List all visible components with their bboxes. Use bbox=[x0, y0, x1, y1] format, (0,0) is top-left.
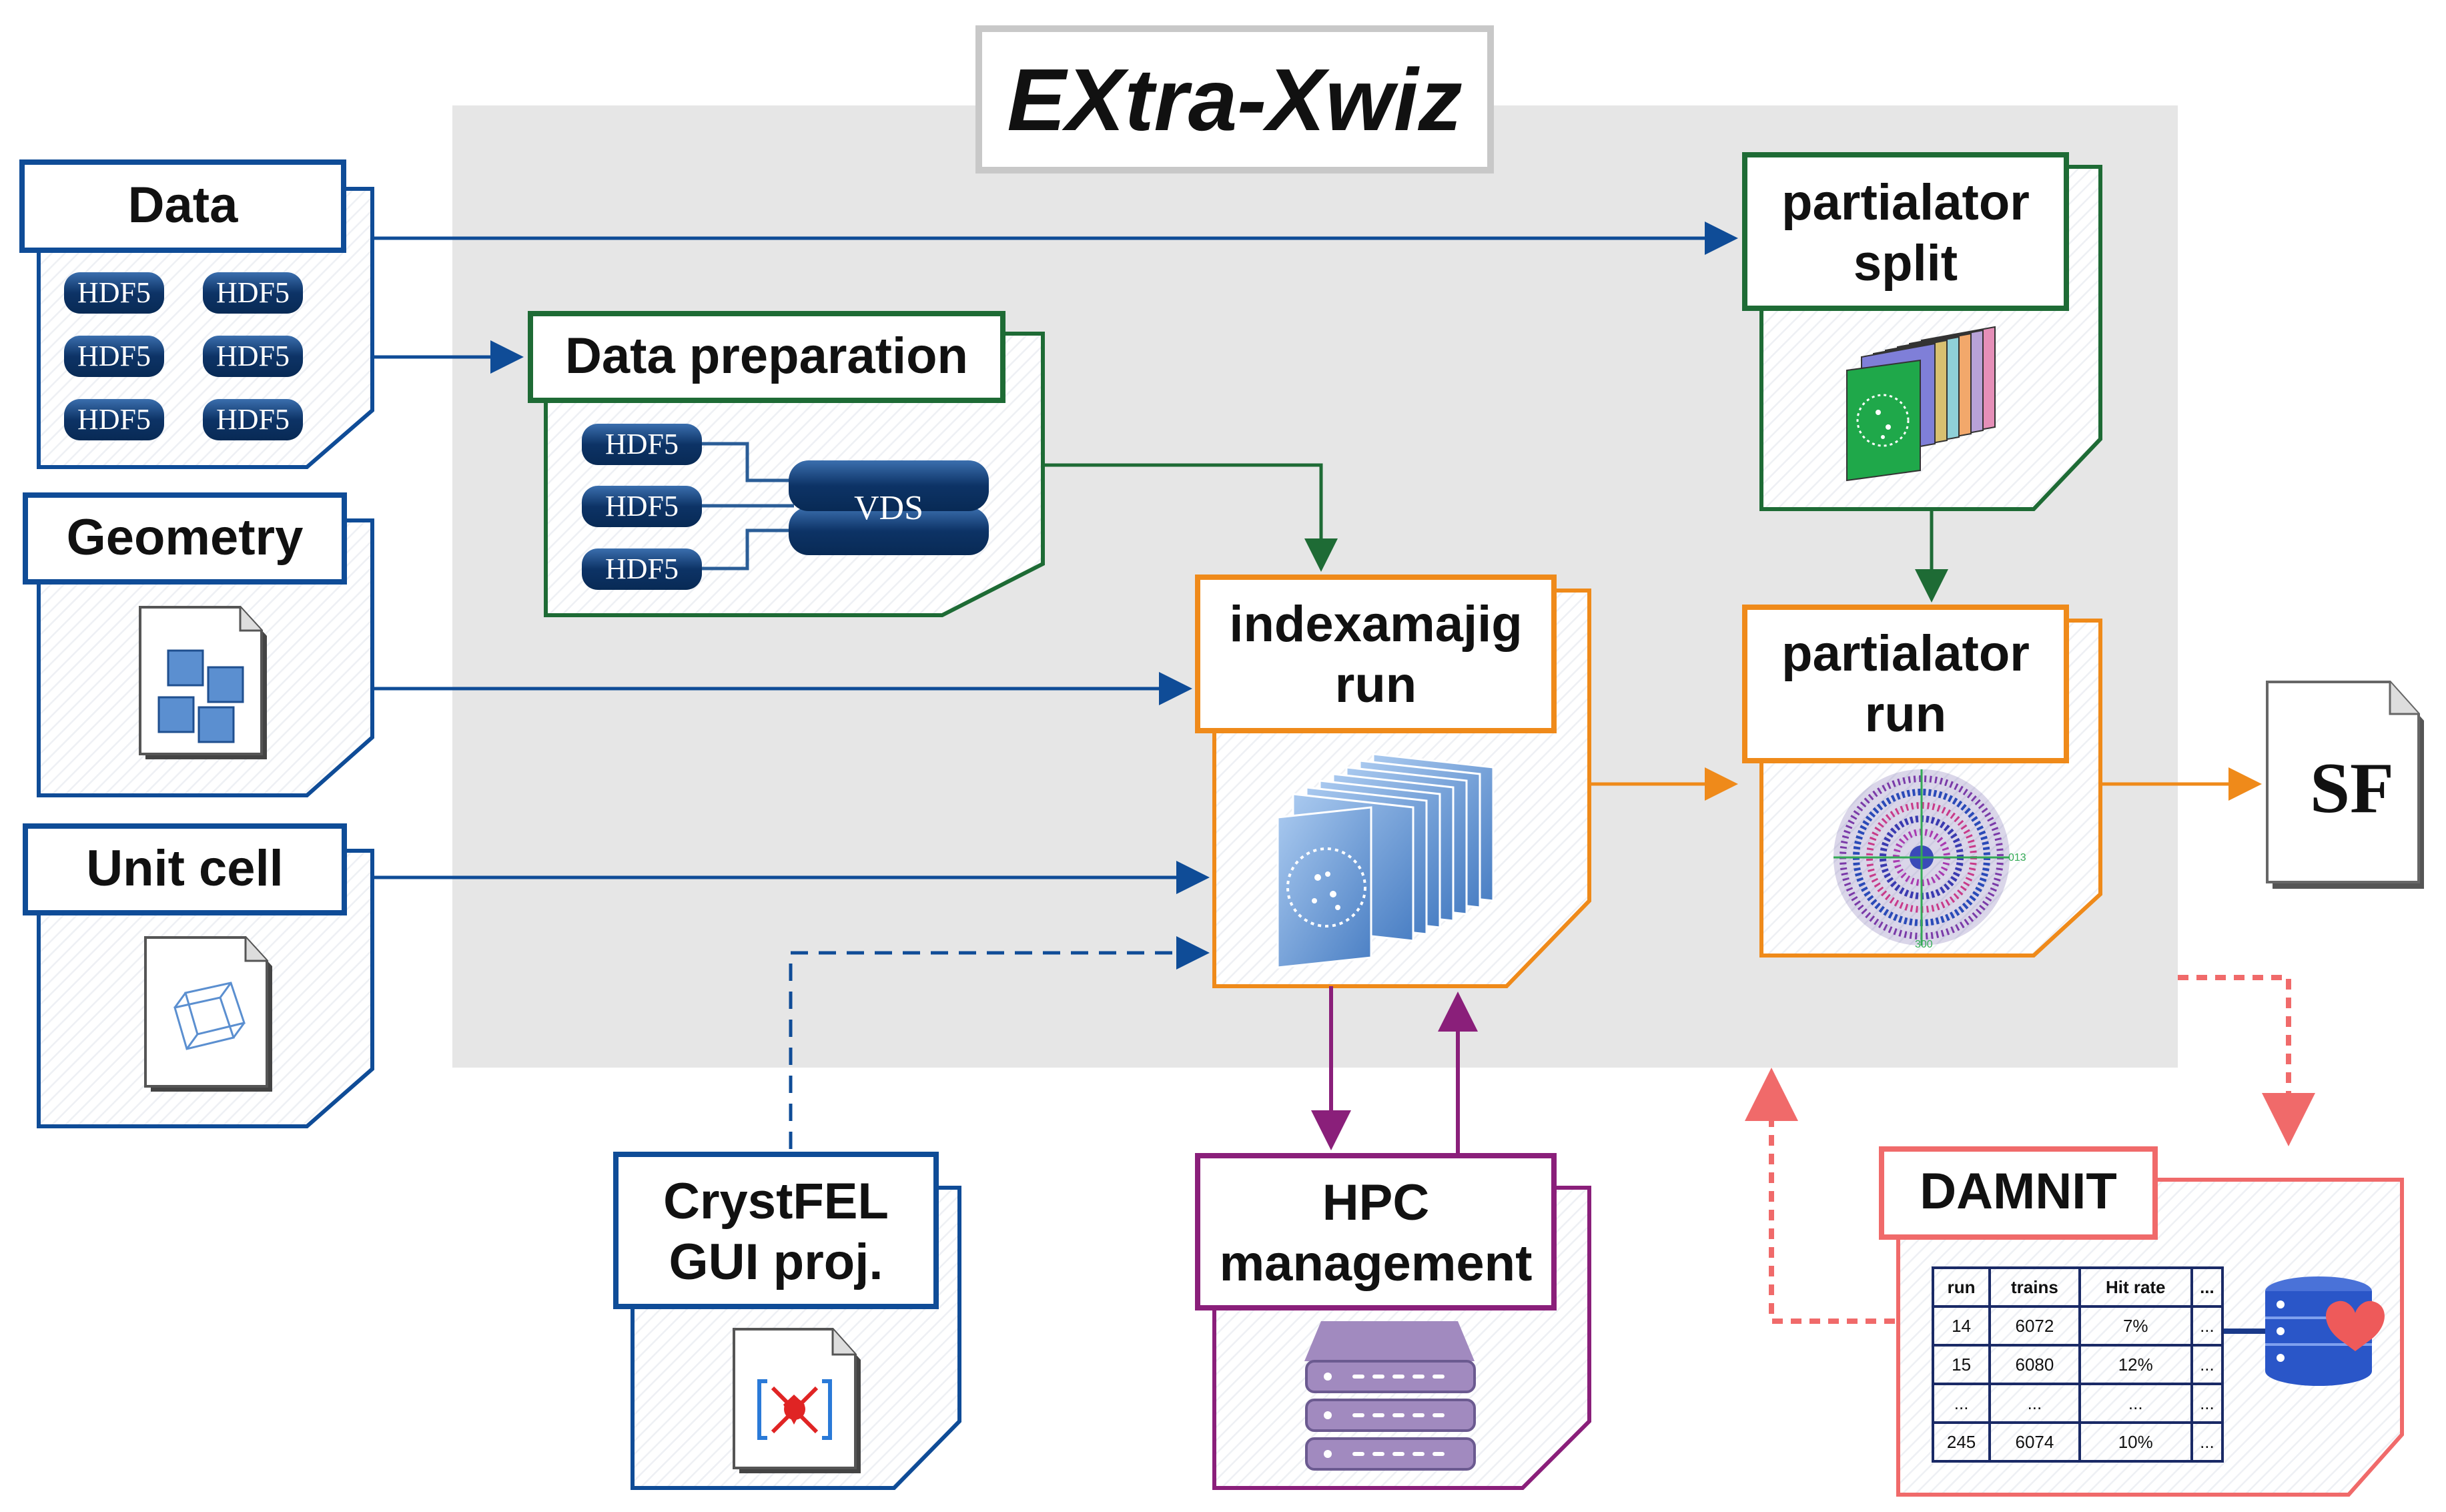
partialator-run-title: partialator run bbox=[1745, 623, 2066, 745]
dataprep-hdf5-pills bbox=[582, 424, 702, 590]
table-header-cell: ... bbox=[2190, 1266, 2224, 1308]
crystfel-title: CrystFEL GUI proj. bbox=[616, 1171, 936, 1292]
table-cell: 7% bbox=[2078, 1305, 2193, 1347]
file-crystfel-icon bbox=[733, 1328, 861, 1473]
table-cell: 6074 bbox=[1988, 1421, 2081, 1463]
partialator-split-title: partialator split bbox=[1745, 172, 2066, 294]
file-geometry-icon bbox=[139, 606, 267, 759]
indexamajig-line2: run bbox=[1334, 657, 1417, 714]
damnit-table: run trains Hit rate ... 14 6072 7% ... 1… bbox=[1931, 1266, 2224, 1463]
hdf5-label: HDF5 bbox=[605, 490, 679, 522]
table-cell: 14 bbox=[1931, 1305, 1992, 1347]
server-icon bbox=[1304, 1321, 1476, 1471]
unit-cell-box-title: Unit cell bbox=[86, 840, 284, 897]
crystfel-line1: CrystFEL bbox=[663, 1173, 889, 1230]
table-cell: ... bbox=[2190, 1305, 2224, 1347]
table-cell: ... bbox=[1988, 1383, 2081, 1424]
table-cell: 6080 bbox=[1988, 1344, 2081, 1385]
table-header-cell: run bbox=[1931, 1266, 1992, 1308]
diagram-title: EXtra-Xwiz bbox=[975, 25, 1494, 173]
hdf5-label: HDF5 bbox=[605, 428, 679, 460]
table-row: 245 6074 10% ... bbox=[1931, 1421, 2224, 1463]
table-header-row: run trains Hit rate ... bbox=[1931, 1266, 2224, 1308]
table-cell: ... bbox=[2078, 1383, 2193, 1424]
partialator-run-card[interactable] bbox=[1742, 605, 2102, 958]
vds-connectors bbox=[701, 442, 794, 571]
file-cell-icon bbox=[144, 936, 272, 1092]
reflection-map-icon: 013 300 bbox=[1833, 769, 2026, 950]
hdf5-label: HDF5 bbox=[216, 276, 290, 309]
table-cell: 12% bbox=[2078, 1344, 2193, 1385]
vds-cylinder: VDS bbox=[789, 460, 989, 555]
hdf5-label: HDF5 bbox=[77, 276, 151, 309]
diffraction-split-stack-icon bbox=[1846, 326, 1996, 482]
hdf5-label: HDF5 bbox=[216, 403, 290, 436]
file-sf-icon bbox=[2266, 681, 2424, 889]
data-card[interactable] bbox=[19, 159, 374, 469]
geometry-box-title: Geometry bbox=[66, 509, 304, 566]
table-cell: ... bbox=[2190, 1344, 2224, 1385]
table-row: ... ... ... ... bbox=[1931, 1383, 2224, 1424]
table-header-cell: Hit rate bbox=[2078, 1266, 2193, 1308]
hpc-line1: HPC bbox=[1322, 1174, 1430, 1231]
hdf5-label: HDF5 bbox=[77, 403, 151, 436]
hdf5-label: HDF5 bbox=[605, 552, 679, 585]
database-heart-icon bbox=[2224, 1276, 2385, 1386]
sf-label: SF bbox=[2309, 749, 2395, 828]
partialator-run-line1: partialator bbox=[1781, 625, 2030, 682]
table-row: 14 6072 7% ... bbox=[1931, 1305, 2224, 1347]
table-cell: ... bbox=[1931, 1383, 1992, 1424]
hpc-line2: management bbox=[1219, 1235, 1533, 1292]
connectors bbox=[372, 222, 2315, 1324]
table-cell: 10% bbox=[2078, 1421, 2193, 1463]
reflection-label-300: 300 bbox=[1915, 939, 1933, 950]
damnit-title: DAMNIT bbox=[1920, 1163, 2117, 1220]
hpc-title: HPC management bbox=[1198, 1172, 1554, 1294]
crystfel-card[interactable] bbox=[613, 1152, 961, 1490]
table-row: 15 6080 12% ... bbox=[1931, 1344, 2224, 1385]
hdf5-label: HDF5 bbox=[77, 340, 151, 372]
diffraction-stack-icon bbox=[1276, 753, 1495, 969]
table-cell: ... bbox=[2190, 1421, 2224, 1463]
table-cell: 245 bbox=[1931, 1421, 1992, 1463]
crystfel-line2: GUI proj. bbox=[669, 1234, 883, 1291]
data-hdf5-pills bbox=[64, 272, 303, 440]
reflection-label-013: 013 bbox=[2008, 852, 2026, 863]
vds-label: VDS bbox=[854, 489, 923, 527]
table-cell: 15 bbox=[1931, 1344, 1992, 1385]
table-cell: 6072 bbox=[1988, 1305, 2081, 1347]
table-cell: ... bbox=[2190, 1383, 2224, 1424]
data-preparation-box-title: Data preparation bbox=[565, 328, 968, 384]
hdf5-label: HDF5 bbox=[216, 340, 290, 372]
table-header-cell: trains bbox=[1988, 1266, 2081, 1308]
partialator-split-line1: partialator bbox=[1781, 174, 2030, 231]
partialator-run-line2: run bbox=[1864, 686, 1947, 743]
indexamajig-title: indexamajig run bbox=[1198, 594, 1554, 715]
partialator-split-line2: split bbox=[1853, 235, 1958, 292]
data-box-title: Data bbox=[127, 177, 238, 234]
indexamajig-line1: indexamajig bbox=[1229, 596, 1523, 653]
